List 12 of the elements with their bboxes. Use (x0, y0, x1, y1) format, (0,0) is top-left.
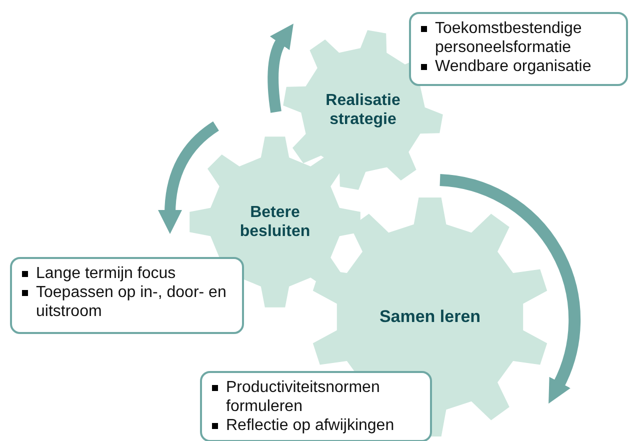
callout-box (409, 12, 628, 86)
gear-label: Realisatie strategie (324, 90, 402, 130)
gear-label: Betere besluiten (238, 202, 312, 242)
bullet-text: Reflectie op afwijkingen (226, 416, 394, 435)
callout-box (10, 257, 244, 334)
callout-box (200, 371, 432, 441)
bullet-text: Productiviteitsnormen formuleren (226, 378, 381, 416)
gear-label: Samen leren (378, 306, 482, 328)
bullet-text: Toepassen op in-, door- en uitstroom (36, 283, 228, 321)
bullet-text: Toekomstbestendige personeelsformatie (435, 19, 583, 57)
bullet-text: Wendbare organisatie (435, 57, 592, 76)
bullet-text: Lange termijn focus (36, 264, 176, 283)
